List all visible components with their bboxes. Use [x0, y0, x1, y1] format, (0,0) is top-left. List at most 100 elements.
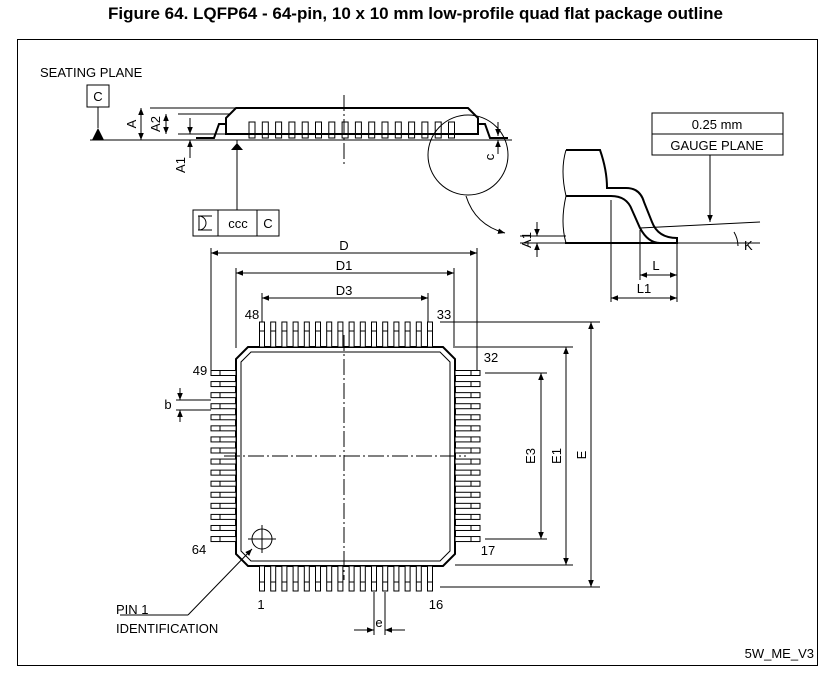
ccc-frame [192, 209, 280, 237]
lead-top [415, 321, 422, 348]
k-label: K [744, 238, 753, 253]
ccc-arrowhead [231, 143, 243, 150]
lead-bottom [348, 565, 355, 592]
lead-left [210, 513, 237, 520]
lead-top [359, 321, 366, 348]
pin-label-17: 17 [481, 543, 495, 558]
side-lead-stub [248, 121, 256, 139]
dim-d3-label: D3 [336, 283, 353, 298]
lead-bottom [337, 565, 344, 592]
lead-right [454, 502, 481, 509]
dim-l1-label: L1 [637, 281, 651, 296]
lead-right [454, 403, 481, 410]
lead-right [454, 414, 481, 421]
gauge-label: GAUGE PLANE [670, 138, 764, 153]
side-lead-stub [328, 121, 336, 139]
lead-profile-inner [566, 195, 661, 244]
dim-l-label: L [652, 258, 659, 273]
lead-right [454, 524, 481, 531]
lead-left [210, 403, 237, 410]
lead-top [281, 321, 288, 348]
drawing-code: 5W_ME_V3 [745, 646, 814, 661]
lead-left [210, 425, 237, 432]
figure-title: Figure 64. LQFP64 - 64-pin, 10 x 10 mm l… [108, 4, 723, 23]
lead-top [303, 321, 310, 348]
pins-top-row [259, 321, 433, 348]
pins-bottom-row [259, 565, 433, 592]
datum-c-label: C [93, 89, 102, 104]
lead-bottom [326, 565, 333, 592]
pin-label-32: 32 [484, 350, 498, 365]
side-lead-stub [421, 121, 429, 139]
lead-left [210, 458, 237, 465]
dim-d-label: D [339, 238, 348, 253]
detail-circle [427, 114, 509, 196]
k-angle-arc [733, 231, 739, 247]
side-lead-stub [394, 121, 402, 139]
side-lead-stub [261, 121, 269, 139]
side-lead-stub [301, 121, 309, 139]
dim-e-pitch-label: e [375, 615, 382, 630]
dim-e1-label: E1 [549, 448, 564, 464]
lead-bottom [427, 565, 433, 592]
pin-label-64: 64 [192, 542, 206, 557]
lead-top [404, 321, 411, 348]
dim-e-label: E [574, 450, 589, 459]
dim-d1-label: D1 [336, 258, 353, 273]
lead-left [210, 480, 237, 487]
datum-triangle [92, 128, 104, 140]
side-lead-stub [434, 121, 442, 139]
side-lead-stub [408, 121, 416, 139]
dim-e3-label: E3 [523, 448, 538, 464]
lead-top [337, 321, 344, 348]
lead-bottom [371, 565, 377, 592]
pin1-label-line2: IDENTIFICATION [116, 621, 218, 636]
pin-label-48: 48 [245, 307, 259, 322]
lead-top [270, 321, 277, 348]
detail-a1-label: A1 [519, 232, 534, 248]
lead-right [454, 370, 481, 376]
lead-top [259, 321, 265, 348]
lead-right [454, 425, 481, 432]
pins-right-column [454, 370, 481, 543]
lead-top [315, 321, 321, 348]
lead-left [210, 447, 237, 454]
lead-top [326, 321, 333, 348]
dim-a-label: A [124, 119, 139, 128]
pins-left-column [210, 370, 237, 543]
lead-top [292, 321, 299, 348]
lead-right [454, 536, 481, 543]
side-lead-stubs [248, 121, 455, 139]
package-body-top [235, 346, 456, 567]
lead-break-line [562, 149, 567, 244]
lead-top [427, 321, 433, 348]
dim-c-label: c [482, 153, 497, 160]
side-view: SEATING PLANE C A A2 A1 c [40, 65, 512, 237]
lead-bottom [281, 565, 288, 592]
side-lead-stub [341, 121, 349, 139]
side-lead-stub [381, 121, 389, 139]
lead-profile-outer [565, 149, 678, 244]
lead-top [348, 321, 355, 348]
lead-top [393, 321, 400, 348]
dim-a1-label: A1 [173, 157, 188, 173]
lead-bottom [315, 565, 321, 592]
lead-left [210, 436, 237, 443]
lead-left [210, 536, 237, 543]
side-lead-stub [354, 121, 362, 139]
lead-right [454, 392, 481, 399]
lead-right [454, 458, 481, 465]
lead-left [210, 414, 237, 421]
lead-top [382, 321, 389, 348]
lead-right [454, 480, 481, 487]
side-lead-stub [315, 121, 322, 139]
right-lead [478, 123, 508, 139]
lead-bottom [382, 565, 389, 592]
detail-view: 0.25 mm GAUGE PLANE A1 K L L1 [519, 112, 784, 302]
lead-bottom [415, 565, 422, 592]
detail-gauge-plane [639, 221, 761, 229]
detail-pointer-arrow [465, 195, 506, 234]
side-lead-stub [288, 121, 296, 139]
lead-right [454, 491, 481, 498]
